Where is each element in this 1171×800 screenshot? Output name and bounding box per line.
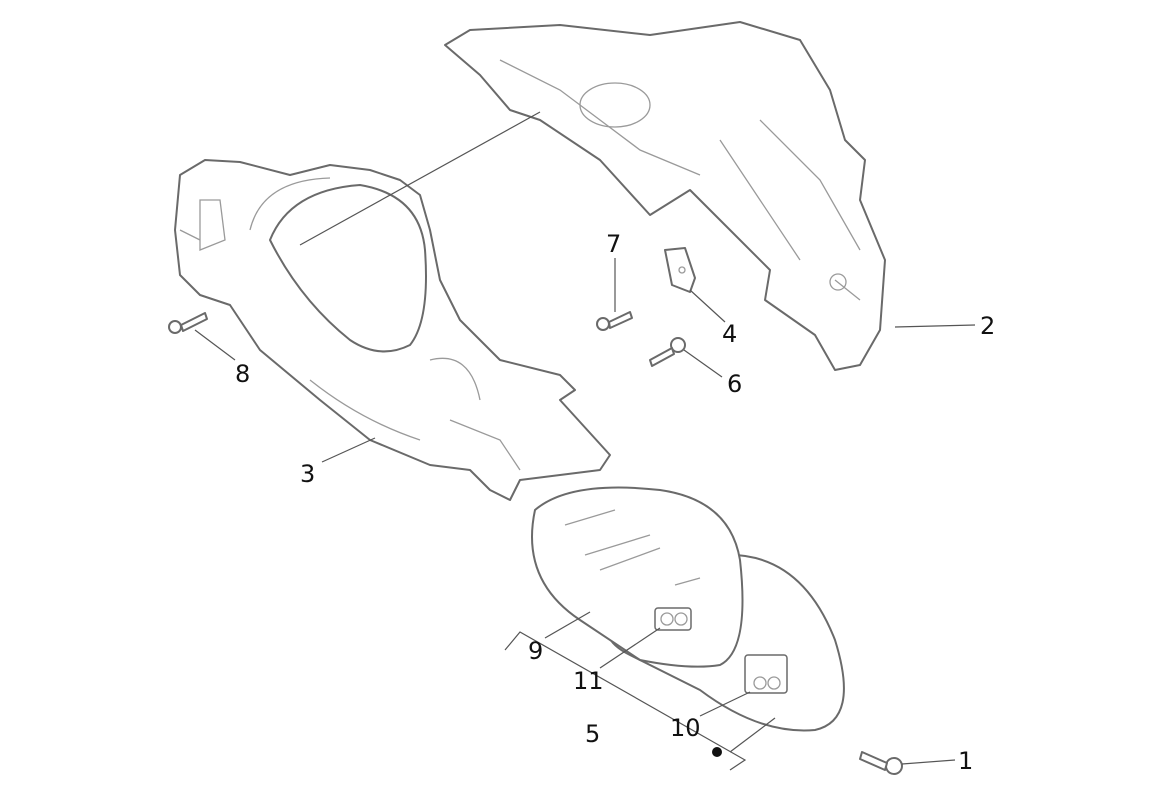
- callout-3: 3: [300, 460, 315, 488]
- callout-7: 7: [606, 230, 621, 258]
- part-9-lens: [531, 486, 845, 732]
- part-1-screw: [859, 751, 903, 775]
- callout-2: 2: [980, 312, 995, 340]
- part-3-front-cover: [174, 159, 611, 501]
- part-4-clip: [664, 247, 696, 293]
- callout-11: 11: [573, 667, 604, 695]
- leader-lines: [194, 111, 976, 771]
- callout-6: 6: [727, 370, 742, 398]
- callout-9: 9: [528, 637, 543, 665]
- callout-1: 1: [958, 747, 973, 775]
- part-7-screw: [596, 311, 633, 331]
- callout-10: 10: [670, 714, 701, 742]
- part-6-screw: [649, 337, 686, 367]
- part-2-rear-cover: [444, 21, 886, 371]
- callout-8: 8: [235, 360, 250, 388]
- part-8-screw: [168, 312, 208, 334]
- reference-dot: [712, 747, 722, 757]
- callout-4: 4: [722, 320, 737, 348]
- callout-5: 5: [585, 720, 600, 748]
